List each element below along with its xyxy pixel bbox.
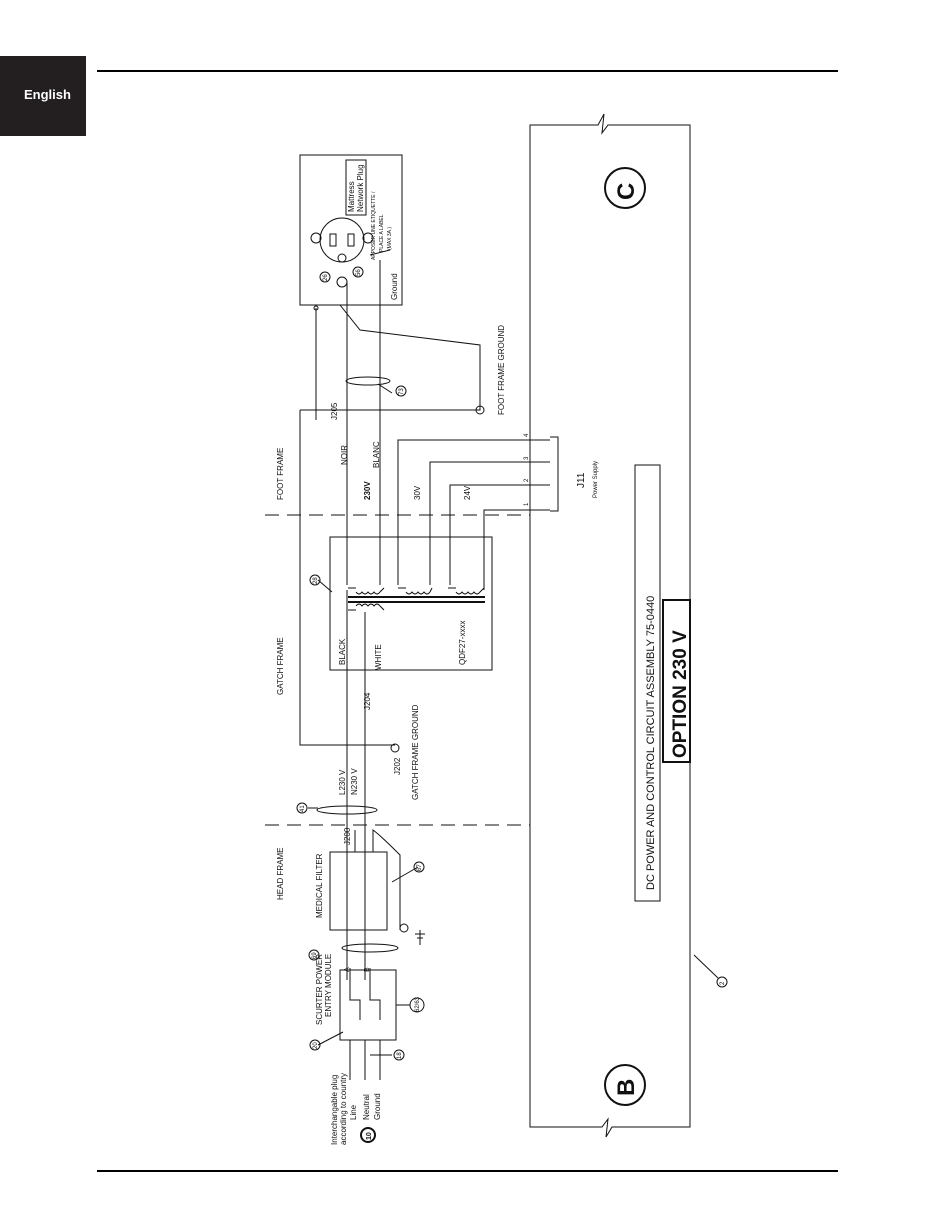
secondary-30v: 30V [413, 485, 422, 500]
gatch-frame-ground-label: GATCH FRAME GROUND [411, 704, 420, 800]
j205-callout: 73 [399, 388, 405, 395]
outlet-sticker-line1: APPOSER UNE ETIQUETTE / [371, 191, 377, 260]
language-tab[interactable]: English [0, 56, 86, 136]
entry-module-line2: ENTRY MODULE [324, 954, 333, 1017]
entry-module-callout3: 62/63 [415, 996, 421, 1012]
foot-frame-ground-label: FOOT FRAME GROUND [497, 325, 506, 415]
j11-label: J11 [576, 472, 587, 488]
connector-j202: J202 [393, 757, 402, 775]
j11-pin-2: 2 [524, 478, 530, 482]
entry-module-callout2: 18 [397, 1052, 403, 1059]
frame-label-head: HEAD FRAME [276, 848, 285, 900]
entry-module-pin-b: B [364, 967, 371, 972]
footer-rule [97, 1170, 838, 1172]
connector-j204: J204 [363, 692, 372, 710]
outlet-label-line1: Mattress [347, 181, 356, 212]
medical-filter-label: MEDICAL FILTER [315, 853, 324, 918]
transformer-part: QDF27-xxxx [458, 621, 467, 665]
outlet-sticker-line3: (MAX 3A.) [387, 227, 393, 250]
j11-pin-3: 3 [524, 456, 530, 460]
transformer-white: WHITE [374, 644, 383, 670]
wire-blanc: BLANC [372, 441, 381, 468]
cable41-l-label: L230 V [338, 769, 347, 795]
secondary-230v: 230V [363, 481, 372, 500]
plug-line-label: Line [349, 1104, 358, 1120]
plug-ground-label: Ground [373, 1093, 382, 1120]
entry-module-pin-a: A [344, 967, 351, 972]
outlet-sticker-line2: PLACE A LABEL [379, 214, 385, 252]
j11-sub: Power Supply [593, 461, 599, 498]
plug-title-line2: according to country [339, 1073, 348, 1145]
language-tab-label: English [24, 87, 71, 102]
connector-j205: J205 [330, 402, 339, 420]
filter-cable-callout: 69 [312, 952, 318, 959]
cable41-n-label: N230 V [350, 768, 359, 795]
frame-label-gatch: GATCH FRAME [276, 637, 285, 695]
plug-neutral-label: Neutral [362, 1094, 371, 1120]
outlet-callout2: 56 [356, 269, 362, 276]
transformer-callout: 28 [313, 577, 319, 584]
medical-filter-callout: 67 [417, 864, 423, 871]
j11-pin-4: 4 [524, 433, 530, 437]
cable41-callout: 41 [300, 805, 306, 812]
frame-label-foot: FOOT FRAME [276, 448, 285, 500]
outlet-callout1: 26 [323, 274, 329, 281]
secondary-24v: 24V [463, 485, 472, 500]
entry-module-line1: SCURTER POWER [315, 954, 324, 1025]
wire-noir: NOIR [340, 445, 349, 465]
assembly-marker-b: B [613, 1079, 640, 1096]
assembly-title: DC POWER AND CONTROL CIRCUIT ASSEMBLY 75… [645, 596, 657, 890]
outlet-label-line2: Network Plug [356, 164, 365, 212]
plug-callout: 10 [366, 1132, 373, 1140]
assembly-callout: 2 [720, 981, 726, 985]
j11-pin-1: 1 [524, 502, 530, 506]
assembly-option: OPTION 230 V [670, 630, 691, 758]
transformer-black: BLACK [338, 638, 347, 665]
outlet-ground-label: Ground [390, 273, 399, 300]
assembly-marker-c: C [613, 183, 640, 200]
header-rule [97, 70, 838, 72]
entry-module-callout1: 20 [313, 1042, 319, 1049]
plug-title-line1: Interchangable plug [330, 1075, 339, 1145]
connector-j200: J200 [343, 827, 352, 845]
